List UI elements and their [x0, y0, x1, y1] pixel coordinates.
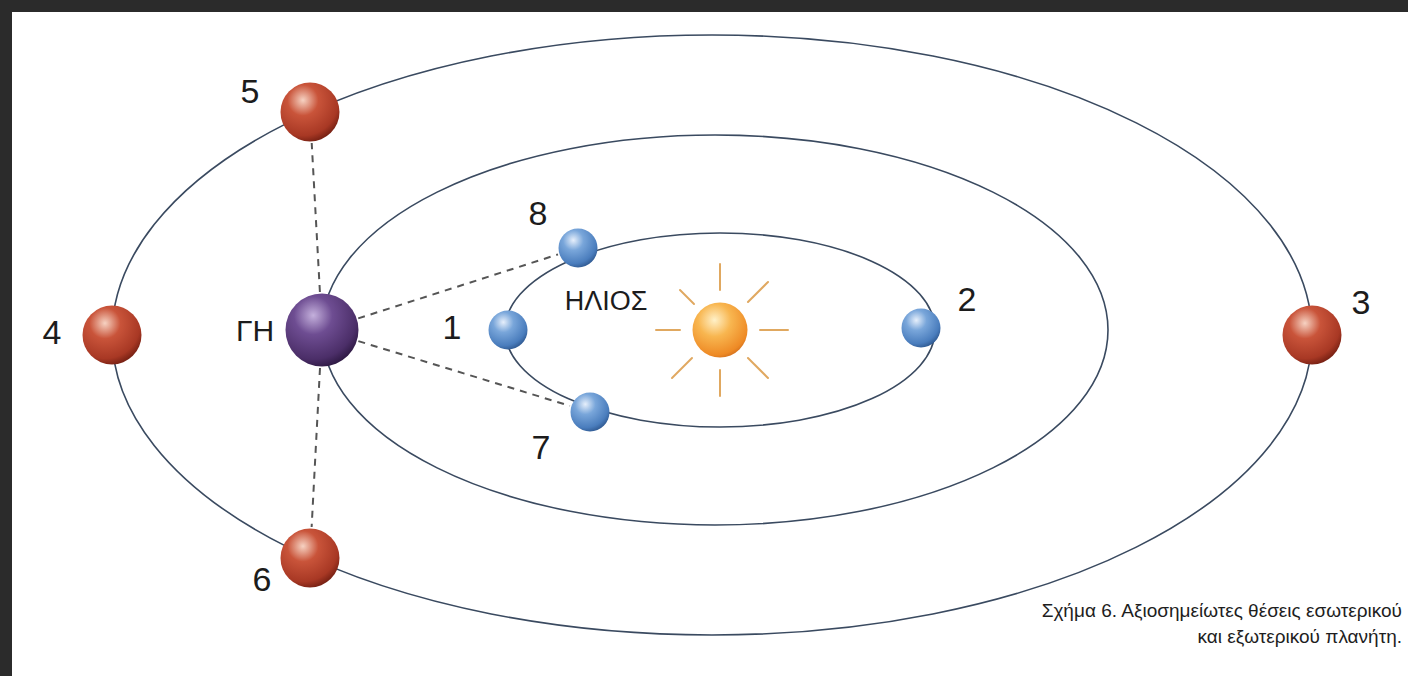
- outer-planet: 4: [82, 305, 142, 365]
- body-name: ΓΗ: [236, 314, 274, 347]
- inner-planet: 7: [570, 392, 610, 432]
- outer-planet-shape: [82, 305, 142, 365]
- sun-sphere: ΗΛΙΟΣ: [692, 302, 748, 358]
- sphere: [281, 83, 340, 142]
- earth-sphere: ΓΗ: [285, 293, 359, 367]
- position-number: 4: [43, 314, 62, 351]
- sight-line: [312, 368, 320, 527]
- sphere: [571, 393, 610, 432]
- sun-sphere-shape: [692, 302, 748, 358]
- inner-planet: 2: [901, 308, 941, 348]
- position-number: 2: [958, 281, 977, 318]
- position-number: 6: [253, 561, 272, 598]
- inner-planet-shape: [570, 392, 610, 432]
- position-number: 1: [443, 309, 462, 346]
- sphere: [559, 229, 598, 268]
- sight-line: [358, 341, 570, 406]
- sphere: [489, 311, 528, 350]
- outer-planet-shape: [280, 82, 340, 142]
- outer-planet: 3: [1282, 305, 1342, 365]
- outer-planet: 6: [280, 528, 340, 588]
- sphere: [1283, 306, 1342, 365]
- sight-line: [312, 143, 320, 292]
- earth-sphere-shape: [285, 293, 359, 367]
- position-number: 8: [529, 195, 548, 232]
- inner-planet-shape: [558, 228, 598, 268]
- inner-planet: 8: [558, 228, 598, 268]
- figure-caption: Σχήμα 6. Αξιοσημείωτες θέσεις εσωτερικού…: [1022, 598, 1402, 649]
- sphere: [902, 309, 941, 348]
- sphere: [281, 529, 340, 588]
- body-name: ΗΛΙΟΣ: [565, 287, 648, 317]
- position-number: 3: [1352, 284, 1371, 321]
- outer-planet-shape: [1282, 305, 1342, 365]
- position-number: 5: [241, 73, 260, 110]
- inner-planet-shape: [901, 308, 941, 348]
- position-number: 7: [532, 429, 551, 466]
- inner-planet-shape: [488, 310, 528, 350]
- sphere: [286, 294, 359, 367]
- sphere: [83, 306, 142, 365]
- sphere: [693, 303, 748, 358]
- outer-planet-shape: [280, 528, 340, 588]
- outer-planet: 5: [280, 82, 340, 142]
- inner-planet: 1: [488, 310, 528, 350]
